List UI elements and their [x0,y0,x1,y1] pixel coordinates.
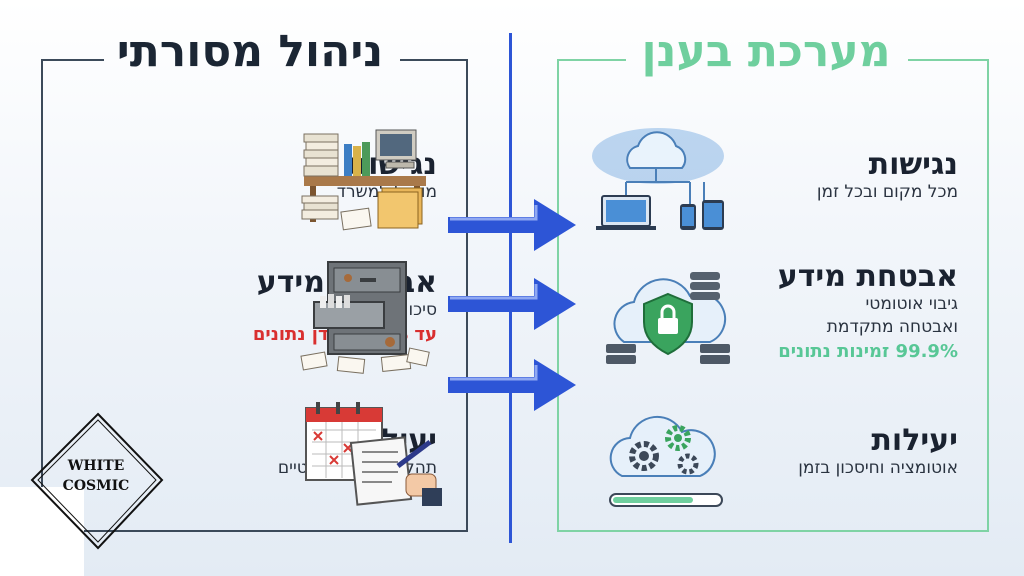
filing-cabinet-icon [300,261,430,374]
traditional-panel [41,59,468,532]
arrow-right-icon [448,199,576,251]
cloud-network-icon [592,128,724,230]
traditional-title: ניהול מסורתי [116,26,384,77]
cloud-item-efficiency: יעילות אוטומציה וחיסכון בזמן [798,424,958,480]
item-desc: אוטומציה וחיסכון בזמן [798,458,958,478]
cloud-shield-icon [606,272,730,364]
center-divider [509,33,512,543]
item-title: נגישות [868,147,958,182]
cloud-title: מערכת בענן [641,26,891,77]
item-title: יעילות [871,423,958,458]
item-desc-1: גיבוי אוטומטי [865,294,959,314]
item-title: אבטחת מידע [777,259,958,294]
watermark-line2: COSMIC [63,478,130,494]
watermark-logo: WHITE COSMIC [30,412,164,550]
cloud-item-security: אבטחת מידע גיבוי אוטומטי ואבטחה מתקדמת 9… [778,260,958,362]
availability-stat: 99.9% זמינות נתונים [778,340,958,362]
arrow-right-icon [448,359,576,411]
calendar-icon [305,402,442,506]
arrow-right-icon [448,278,576,330]
item-desc: מכל מקום ובכל זמן [816,182,958,202]
paper-stack-icon [301,129,426,231]
cloud-item-access: נגישות מכל מקום ובכל זמן [817,148,958,204]
item-desc-2: ואבטחה מתקדמת [826,316,958,337]
cloud-gears-icon [609,415,723,507]
watermark-line1: WHITE [67,458,125,474]
watermark-background [0,487,84,576]
